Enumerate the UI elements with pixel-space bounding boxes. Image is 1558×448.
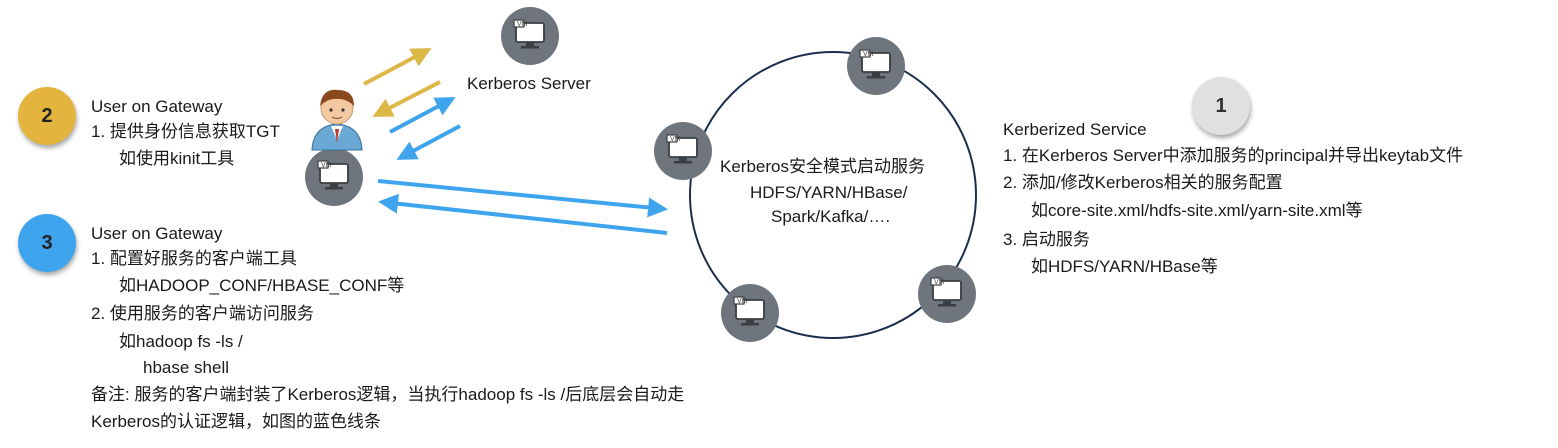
user-avatar-icon (311, 89, 363, 151)
vm-icon-ring-top: VM (847, 37, 905, 95)
kerberos-server-label: Kerberos Server (467, 74, 591, 93)
step-badge-3: 3 (18, 214, 76, 272)
step2-item1-sub: 如使用kinit工具 (119, 149, 235, 168)
svg-text:VM: VM (934, 279, 945, 286)
step-badge-3-number: 3 (41, 231, 53, 254)
step-badge-2: 2 (18, 87, 76, 145)
blue-arrow-from-service (378, 193, 668, 235)
svg-text:VM: VM (321, 162, 332, 169)
gold-arrow-to-kdc (363, 48, 432, 86)
gold-arrow-from-kdc (372, 80, 441, 117)
vm-icon-gateway: VM (305, 148, 363, 206)
ring-text-line2: HDFS/YARN/HBase/ (750, 183, 908, 202)
step-badge-2-number: 2 (41, 104, 53, 127)
step1-item3-sub: 如HDFS/YARN/HBase等 (1031, 257, 1218, 276)
step1-title: Kerberized Service (1003, 120, 1147, 139)
vm-icon-kerberos-server: VM (501, 7, 559, 65)
step3-item2-sub1: 如hadoop fs -ls / (119, 332, 243, 351)
step3-note-line2: Kerberos的认证逻辑，如图的蓝色线条 (91, 412, 381, 431)
step3-item1: 1. 配置好服务的客户端工具 (91, 249, 297, 268)
blue-arrow-to-service (377, 179, 668, 218)
svg-text:VM: VM (737, 298, 748, 305)
step1-item3: 3. 启动服务 (1003, 230, 1090, 249)
vm-icon-ring-left: VM (654, 122, 712, 180)
blue-arrow-to-kdc (389, 97, 456, 134)
svg-text:VM: VM (863, 51, 874, 58)
step3-item2-sub2: hbase shell (143, 358, 230, 377)
step1-item1: 1. 在Kerberos Server中添加服务的principal并导出key… (1003, 146, 1464, 165)
svg-text:VM: VM (517, 21, 528, 28)
step1-item2: 2. 添加/修改Kerberos相关的服务配置 (1003, 173, 1283, 192)
vm-icon-ring-right: VM (918, 265, 976, 323)
step2-item1: 1. 提供身份信息获取TGT (91, 122, 280, 141)
step3-item1-sub: 如HADOOP_CONF/HBASE_CONF等 (119, 276, 405, 295)
svg-text:VM: VM (670, 136, 681, 143)
step3-item2: 2. 使用服务的客户端访问服务 (91, 304, 314, 323)
step3-note-line1: 备注: 服务的客户端封装了Kerberos逻辑，当执行hadoop fs -ls… (91, 385, 685, 404)
step3-title: User on Gateway (91, 224, 223, 243)
ring-text-line3: Spark/Kafka/…. (771, 207, 891, 226)
step1-item2-sub: 如core-site.xml/hdfs-site.xml/yarn-site.x… (1031, 201, 1363, 220)
step2-title: User on Gateway (91, 97, 223, 116)
vm-icon-ring-bottom-left: VM (721, 284, 779, 342)
service-ring (689, 51, 977, 339)
ring-text-line1: Kerberos安全模式启动服务 (720, 157, 925, 176)
step-badge-1: 1 (1192, 77, 1250, 135)
blue-arrow-from-kdc (396, 124, 461, 160)
step-badge-1-number: 1 (1215, 94, 1227, 117)
